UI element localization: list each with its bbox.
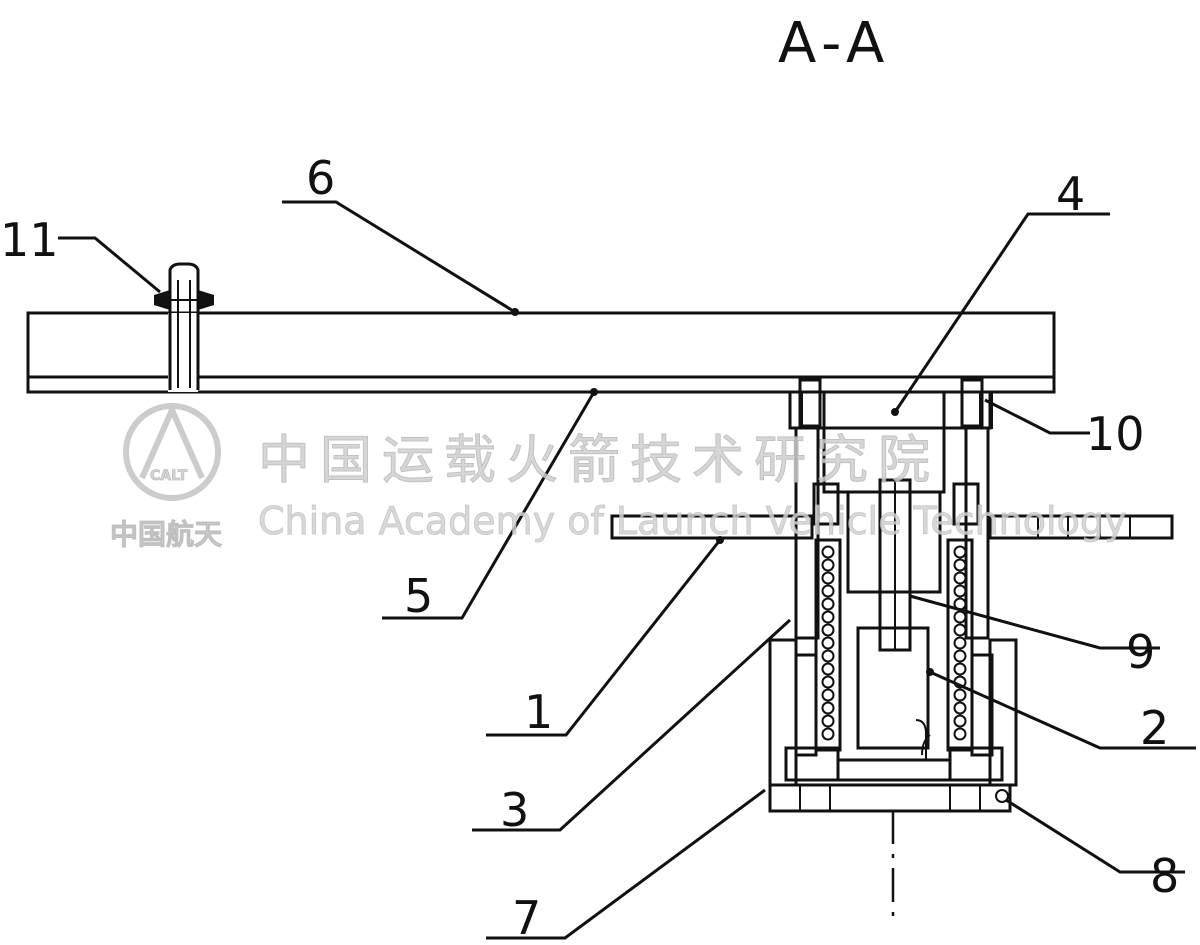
spring-coil	[953, 649, 967, 663]
watermark-english: China Academy of Launch Vehicle Technolo…	[258, 499, 1126, 543]
label-2: 2	[1140, 701, 1169, 755]
spring-coil	[953, 714, 967, 728]
spring-coil	[821, 623, 835, 637]
watermark: CALT 中国运载火箭技术研究院 China Academy of Launch…	[110, 402, 1127, 551]
label-6: 6	[306, 151, 335, 205]
spring-coil	[953, 571, 967, 585]
label-5: 5	[404, 569, 433, 623]
spring-coil	[821, 662, 835, 676]
spring-coil	[953, 701, 967, 715]
spring-coil	[953, 623, 967, 637]
outer-sleeve-left	[768, 638, 798, 787]
spring-coil	[821, 688, 835, 702]
label-7: 7	[512, 891, 541, 945]
watermark-brand: 中国航天	[110, 518, 222, 551]
label-11: 11	[0, 213, 59, 267]
screw-left	[798, 378, 822, 428]
leader-lines	[58, 200, 1196, 940]
label-10: 10	[1086, 407, 1145, 461]
calt-logo: CALT	[123, 402, 221, 501]
spring-coil	[821, 610, 835, 624]
label-8: 8	[1150, 849, 1179, 903]
lower-housing	[768, 638, 1018, 813]
spring-coil	[953, 610, 967, 624]
spring-coil	[821, 584, 835, 598]
spring-coil	[821, 675, 835, 689]
spring-coil	[953, 636, 967, 650]
spring-coil	[821, 545, 835, 559]
spring-coil	[953, 558, 967, 572]
spring-coil	[821, 649, 835, 663]
spring-coil	[953, 727, 967, 741]
flange-part-1	[610, 514, 1174, 540]
base-plate-part-7	[768, 783, 1012, 813]
label-1: 1	[524, 685, 553, 739]
main-body	[794, 426, 990, 750]
pin-part-11	[154, 262, 214, 390]
spring-coil	[953, 545, 967, 559]
section-title: A-A	[778, 11, 890, 76]
spring-coil	[821, 597, 835, 611]
screw-right	[960, 378, 984, 428]
svg-text:CALT: CALT	[150, 468, 188, 484]
spring-coil	[821, 714, 835, 728]
o-ring-part-8	[995, 789, 1009, 803]
spring-coil	[821, 558, 835, 572]
spring-coil	[953, 688, 967, 702]
spring-coil	[821, 636, 835, 650]
spring-coil	[821, 571, 835, 585]
spring-part-2	[814, 538, 974, 752]
spring-coil	[821, 727, 835, 741]
watermark-chinese: 中国运载火箭技术研究院	[258, 431, 940, 491]
label-9: 9	[1126, 625, 1155, 679]
label-4: 4	[1056, 167, 1085, 221]
panel-bottom-skin	[26, 375, 1056, 394]
label-3: 3	[500, 783, 529, 837]
pin-hole	[168, 313, 198, 392]
panel-assembly	[26, 311, 1056, 394]
spring-coil	[821, 701, 835, 715]
spring-coil	[953, 584, 967, 598]
spring-coil	[953, 662, 967, 676]
part-labels: 6 11 4 10 5 1 9 2 3 7 8	[0, 151, 1179, 945]
